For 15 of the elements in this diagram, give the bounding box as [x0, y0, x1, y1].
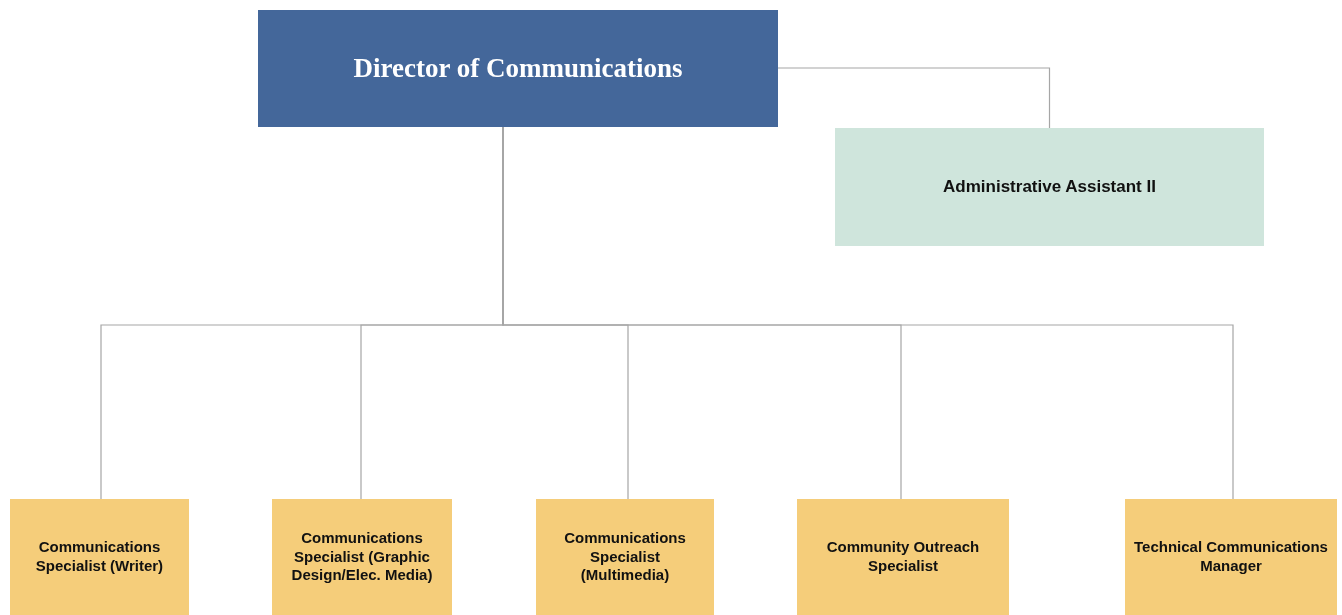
staff-box: [797, 499, 1009, 615]
staff-box: [536, 499, 714, 615]
manager-box: [1125, 499, 1337, 615]
staff-box: [10, 499, 189, 615]
role-title: Communications Specialist (Writer): [34, 538, 165, 576]
director-box: [258, 10, 778, 127]
role-title: Administrative Assistant II: [943, 176, 1156, 198]
role-title: Communications Specialist (Multimedia): [563, 528, 687, 586]
assistant-box: [835, 128, 1264, 246]
role-title: Community Outreach Specialist: [825, 538, 981, 576]
role-title: Communications Specialist (Graphic Design/Elec. Media): [290, 528, 434, 586]
role-title: Director of Communications: [353, 51, 683, 85]
connector-line: [777, 67, 1051, 129]
staff-box: [272, 499, 452, 615]
role-title: Technical Communications Manager: [1133, 538, 1329, 576]
